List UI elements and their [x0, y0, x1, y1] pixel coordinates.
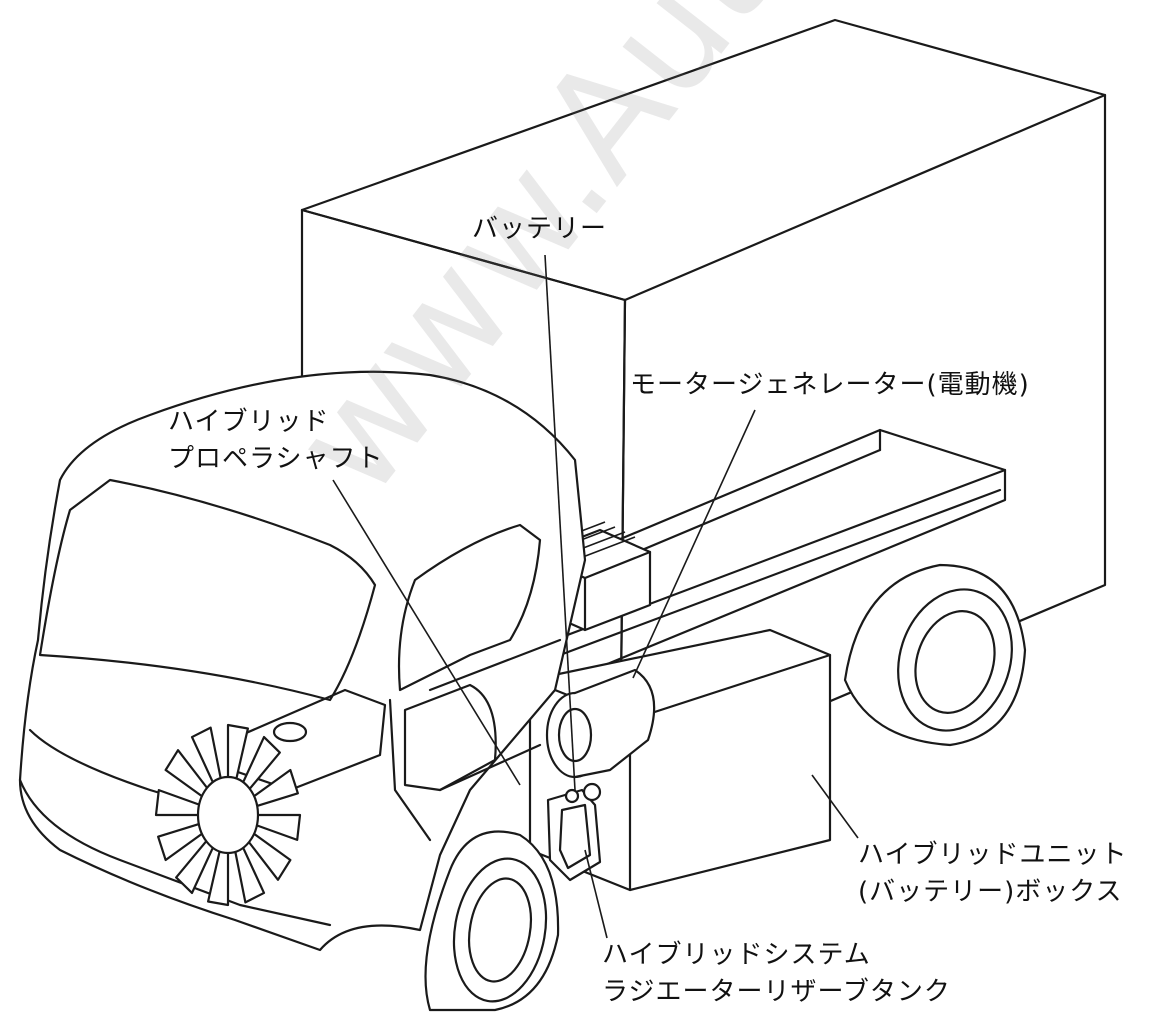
label-motor-generator: モータージェネレーター(電動機): [630, 370, 1030, 400]
label-hybrid-propeller-shaft-2: プロペラシャフト: [168, 444, 384, 474]
propeller-shaft-leader-line: [332, 479, 521, 786]
front-wheel: [424, 830, 560, 1012]
label-battery: バッテリー: [472, 214, 608, 244]
radiator-reserve-tank: [546, 782, 602, 882]
rear-wheel: [843, 563, 1027, 747]
battery-leader-line: [544, 254, 576, 791]
label-hybrid-unit-box-2: (バッテリー)ボックス: [858, 877, 1123, 907]
label-radiator-tank-1: ハイブリッドシステム: [602, 940, 871, 970]
label-hybrid-propeller-shaft-1: ハイブリッド: [168, 407, 330, 437]
cooling-fan: [154, 723, 302, 907]
motor-generator-unit: [545, 668, 656, 779]
leader-lines: [332, 254, 859, 939]
motor-generator-leader-line: [632, 409, 756, 679]
fan-hub: [196, 775, 260, 855]
hybrid-unit-box-leader-line: [811, 774, 859, 839]
label-radiator-tank-2: ラジエーターリザーブタンク: [602, 977, 951, 1007]
label-hybrid-unit-box-1: ハイブリッドユニット: [858, 840, 1128, 870]
radiator-tank-leader-line: [584, 849, 608, 939]
